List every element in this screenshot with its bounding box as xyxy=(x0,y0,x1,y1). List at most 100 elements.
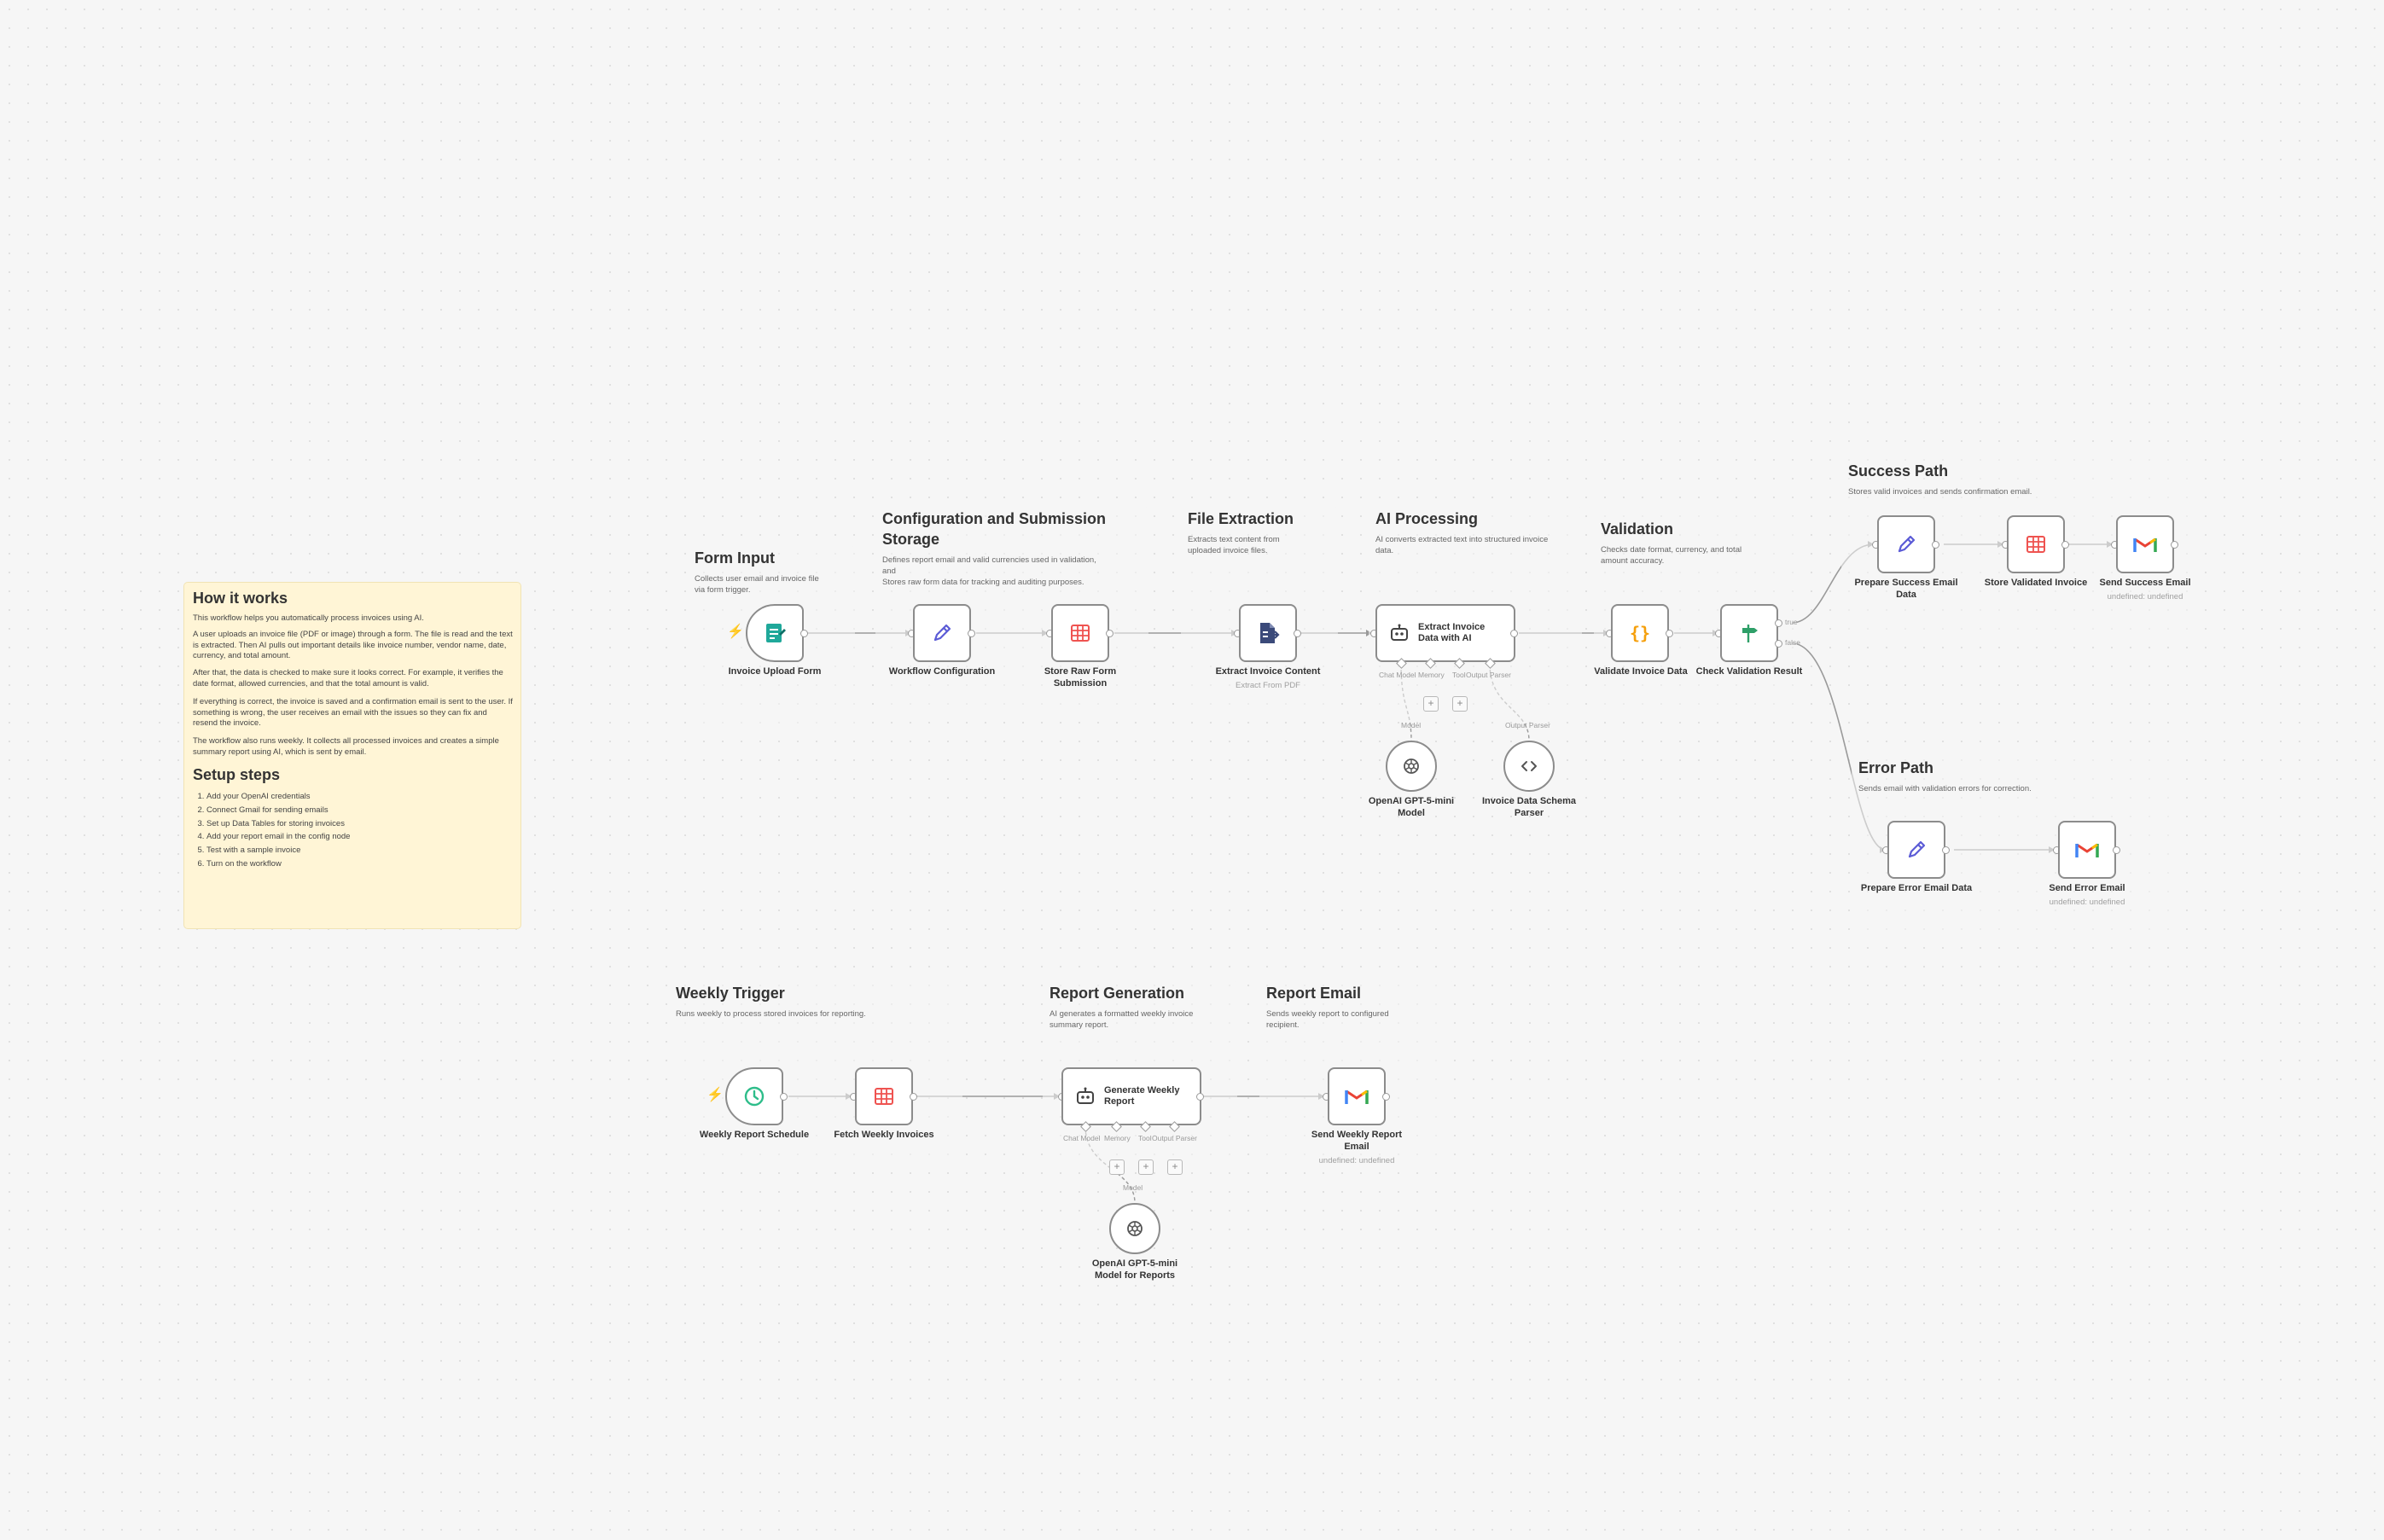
node-fetch-weekly-invoices[interactable] xyxy=(855,1067,913,1125)
node-label: Validate Invoice Data xyxy=(1594,666,1688,677)
output-port[interactable] xyxy=(1294,630,1301,637)
group-description: Stores valid invoices and sends confirma… xyxy=(1848,487,2032,497)
node-send-success-email[interactable] xyxy=(2116,515,2174,573)
node-label: Check Validation Result xyxy=(1695,666,1803,677)
output-port[interactable] xyxy=(968,630,975,637)
node-label: Store Raw Form Submission xyxy=(1044,666,1117,689)
node-validate-invoice-data[interactable]: {} xyxy=(1611,604,1669,662)
plus-icon[interactable]: + xyxy=(1452,696,1468,712)
port-label: Output Parser xyxy=(1152,1134,1197,1142)
node-label: Prepare Success Email Data xyxy=(1854,578,1958,600)
output-port[interactable] xyxy=(2113,846,2120,854)
group-title: Weekly Trigger xyxy=(676,985,785,1002)
group-title: Form Input xyxy=(695,549,775,567)
node-generate-weekly-report[interactable]: Generate Weekly Report xyxy=(1061,1067,1201,1125)
plus-icon[interactable]: + xyxy=(1167,1159,1183,1175)
group-title: Configuration and Submission Storage xyxy=(882,510,1106,548)
node-label: Extract Invoice Content xyxy=(1215,666,1321,677)
node-weekly-report-schedule[interactable] xyxy=(725,1067,783,1125)
node-send-error-email[interactable] xyxy=(2058,821,2116,879)
output-port[interactable] xyxy=(1942,846,1950,854)
curly-braces-icon: {} xyxy=(1630,623,1650,643)
node-label: Invoice Upload Form xyxy=(728,666,822,677)
node-extract-invoice-content[interactable] xyxy=(1239,604,1297,662)
output-port[interactable] xyxy=(1106,630,1114,637)
file-extract-icon xyxy=(1260,623,1280,643)
true-output-port[interactable] xyxy=(1775,619,1782,627)
setup-step: Turn on the workflow xyxy=(206,857,350,871)
false-output-port[interactable] xyxy=(1775,640,1782,648)
plus-icon[interactable]: + xyxy=(1109,1159,1125,1175)
node-label: Workflow Configuration xyxy=(888,666,996,677)
node-prepare-success-email[interactable] xyxy=(1877,515,1935,573)
sticky-setup-title: Setup steps xyxy=(193,766,281,783)
node-openai-model[interactable] xyxy=(1386,741,1437,792)
robot-icon xyxy=(1391,624,1408,641)
node-send-weekly-report[interactable] xyxy=(1328,1067,1386,1125)
port-label: Tool xyxy=(1452,671,1466,679)
node-label: OpenAI GPT-5-mini Model for Reports xyxy=(1091,1258,1178,1281)
sticky-paragraph: A user uploads an invoice file (PDF or i… xyxy=(193,630,513,660)
port-label: Model xyxy=(1401,721,1422,729)
pencil-icon xyxy=(1908,840,1926,858)
openai-icon xyxy=(1404,758,1419,774)
node-extract-invoice-data-ai[interactable]: Extract Invoice Data with AI xyxy=(1375,604,1515,662)
sticky-paragraph: This workflow helps you automatically pr… xyxy=(193,613,424,623)
setup-step: Add your report email in the config node xyxy=(206,830,350,844)
node-label: OpenAI GPT-5-mini Model xyxy=(1368,796,1455,818)
clock-icon xyxy=(744,1086,765,1107)
node-label: Send Error Email xyxy=(2049,883,2125,893)
gmail-icon xyxy=(2075,843,2099,857)
group-description: AI converts extracted text into structur… xyxy=(1375,535,1549,555)
plus-icon[interactable]: + xyxy=(1138,1159,1154,1175)
group-title: Validation xyxy=(1601,520,1674,538)
node-openai-model-reports[interactable] xyxy=(1109,1203,1160,1254)
code-brackets-icon xyxy=(1521,761,1537,771)
port-label: Chat Model xyxy=(1379,671,1416,679)
svg-text:{}: {} xyxy=(1630,623,1650,643)
node-prepare-error-email[interactable] xyxy=(1887,821,1945,879)
port-label: Output Parser xyxy=(1505,721,1550,729)
group-title: Report Generation xyxy=(1050,985,1185,1002)
robot-icon xyxy=(1077,1087,1094,1104)
setup-step: Set up Data Tables for storing invoices xyxy=(206,817,350,831)
output-port[interactable] xyxy=(1932,541,1939,549)
gmail-icon xyxy=(1345,1090,1369,1104)
plus-icon[interactable]: + xyxy=(1423,696,1439,712)
node-store-raw-form-submission[interactable] xyxy=(1051,604,1109,662)
openai-icon xyxy=(1127,1221,1143,1236)
node-label: Fetch Weekly Invoices xyxy=(834,1130,934,1140)
signpost-icon xyxy=(1742,625,1758,642)
node-invoice-upload-form[interactable] xyxy=(746,604,804,662)
sticky-paragraph: After that, the data is checked to make … xyxy=(193,668,503,689)
node-subtitle: Extract From PDF xyxy=(1235,681,1300,690)
node-invoice-schema-parser[interactable] xyxy=(1503,741,1555,792)
node-store-validated-invoice[interactable] xyxy=(2007,515,2065,573)
output-port[interactable] xyxy=(2061,541,2069,549)
setup-step: Test with a sample invoice xyxy=(206,844,350,857)
port-label: Memory xyxy=(1418,671,1445,679)
table-icon xyxy=(2026,536,2045,553)
output-port[interactable] xyxy=(800,630,808,637)
output-port[interactable] xyxy=(1382,1093,1390,1101)
port-label: Model xyxy=(1123,1183,1143,1192)
output-port[interactable] xyxy=(780,1093,788,1101)
form-icon xyxy=(766,624,786,642)
node-label: Invoice Data Schema Parser xyxy=(1481,796,1577,818)
output-port[interactable] xyxy=(1510,630,1518,637)
output-port[interactable] xyxy=(910,1093,917,1101)
group-description: Checks date format, currency, and total … xyxy=(1601,545,1742,566)
output-port[interactable] xyxy=(1666,630,1673,637)
node-check-validation-result[interactable] xyxy=(1720,604,1778,662)
group-title: Report Email xyxy=(1266,985,1362,1002)
sticky-note-how-it-works[interactable]: How it works This workflow helps you aut… xyxy=(184,583,520,928)
table-icon xyxy=(1071,625,1090,642)
group-description: Extracts text content from uploaded invo… xyxy=(1188,535,1280,555)
output-port[interactable] xyxy=(1196,1093,1204,1101)
node-label: Store Validated Invoice xyxy=(1984,578,2088,588)
group-weekly-trigger[interactable]: Weekly Trigger Runs weekly to process st… xyxy=(669,979,962,1172)
output-port[interactable] xyxy=(2171,541,2178,549)
sticky-paragraph: The workflow also runs weekly. It collec… xyxy=(193,736,499,757)
node-workflow-configuration[interactable] xyxy=(913,604,971,662)
